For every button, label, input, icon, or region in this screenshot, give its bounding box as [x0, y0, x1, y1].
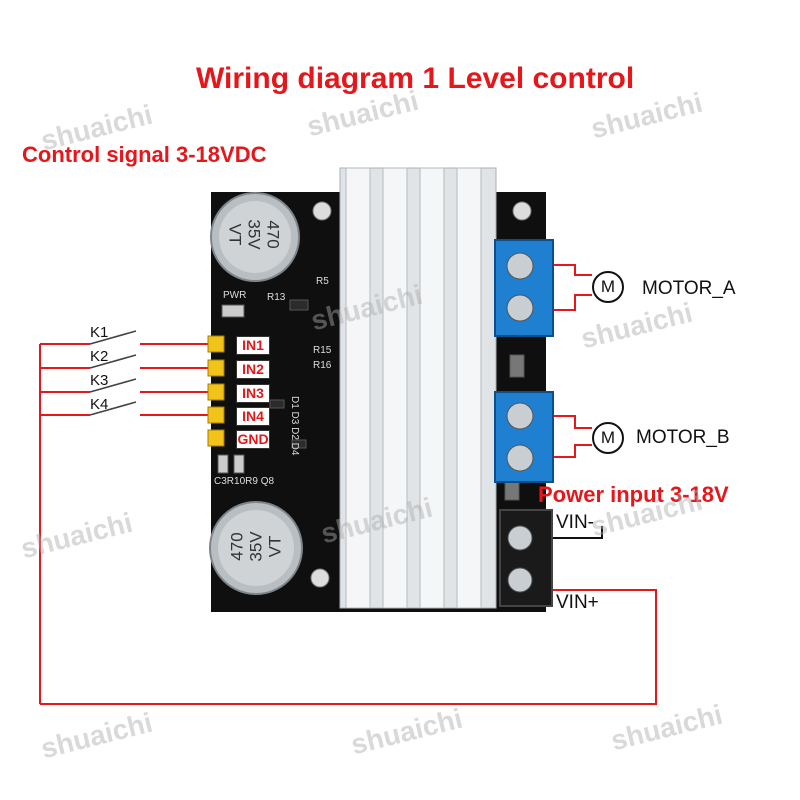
- heatsink-fin: [345, 167, 371, 609]
- capacitor-bottom-label: 470 35V VT: [228, 517, 285, 577]
- capacitor-voltage: 35V: [244, 219, 264, 250]
- motor-b-wire-bottom: [552, 444, 592, 458]
- pin-label-in4: IN4: [236, 407, 270, 426]
- smd-components: [217, 299, 525, 501]
- k4-switch-blade: [89, 401, 137, 416]
- capacitor-top: [210, 192, 300, 282]
- mount-hole-bottom-left: [310, 568, 330, 588]
- smd-part: [217, 454, 229, 474]
- motor-a-symbol: M: [592, 271, 624, 303]
- header-pin: [207, 335, 225, 353]
- switch-label-k4: K4: [90, 396, 109, 413]
- switch-label-k3: K3: [90, 372, 109, 389]
- capacitor-voltage: 35V: [246, 531, 266, 562]
- k3-switch-blade: [89, 378, 137, 393]
- silk-r15: R15: [313, 345, 332, 356]
- k1-switch-blade: [89, 330, 137, 345]
- smd-part: [269, 399, 285, 409]
- header-pins: [207, 335, 225, 447]
- silk-r16: R16: [313, 360, 332, 371]
- silk-bottom: C3R10R9 Q8: [214, 476, 275, 487]
- header-pin: [207, 406, 225, 424]
- terminal-power: [499, 509, 553, 607]
- terminal-motor-a: [494, 239, 554, 337]
- smd-part: [504, 481, 520, 501]
- switch-blades: [89, 330, 137, 416]
- capacitor-value: 470: [227, 532, 247, 561]
- smd-part: [509, 354, 525, 378]
- motor-b-wire-top: [552, 415, 592, 429]
- pin-label-in1: IN1: [236, 336, 270, 355]
- pin-label-in2: IN2: [236, 360, 270, 379]
- smd-part: [291, 439, 307, 449]
- switch-label-k2: K2: [90, 348, 109, 365]
- capacitor-value: 470: [263, 220, 283, 249]
- diagram-title: Wiring diagram 1 Level control: [196, 62, 635, 95]
- motor-b-label: MOTOR_B: [636, 427, 730, 448]
- vin-plus-label: VIN+: [556, 592, 599, 613]
- motor-a-wire-top: [552, 264, 592, 276]
- silk-r13: R13: [267, 292, 286, 303]
- smd-part: [233, 454, 245, 474]
- k2-switch-blade: [89, 354, 137, 369]
- silk-r5: R5: [316, 276, 329, 287]
- pwr-led: [221, 304, 245, 318]
- motor-a-label: MOTOR_A: [642, 278, 736, 299]
- vin-minus-label: VIN-: [556, 512, 594, 533]
- heatsink-fin: [419, 167, 445, 609]
- signal-wires: [39, 264, 657, 705]
- heatsink: [339, 167, 497, 609]
- pin-label-gnd: GND: [236, 430, 270, 449]
- header-pin: [207, 359, 225, 377]
- motor-a-wire-bottom: [552, 294, 592, 311]
- mount-hole-top-left: [312, 201, 332, 221]
- smd-part: [289, 299, 309, 311]
- silk-pwr: PWR: [223, 290, 247, 301]
- silk-diodes: D1 D3 D2 D4: [289, 396, 300, 456]
- heatsink-fin: [456, 167, 482, 609]
- capacitor-brand: VT: [265, 535, 285, 558]
- pin-label-in3: IN3: [236, 384, 270, 403]
- capacitor-brand: VT: [225, 223, 245, 246]
- vin-plus-wire: [40, 589, 657, 705]
- heatsink-fin: [382, 167, 408, 609]
- capacitor-bottom: [209, 501, 303, 595]
- control-signal-label: Control signal 3-18VDC: [22, 142, 267, 167]
- power-input-label: Power input 3-18V: [538, 482, 729, 507]
- header-pin: [207, 383, 225, 401]
- mount-hole-top-right: [512, 201, 532, 221]
- switch-label-k1: K1: [90, 324, 109, 341]
- vin-minus-wire: [552, 526, 603, 539]
- motor-b-symbol: M: [592, 422, 624, 454]
- terminal-motor-b: [494, 391, 554, 483]
- capacitor-top-label: 470 35V VT: [226, 205, 283, 265]
- header-pin: [207, 429, 225, 447]
